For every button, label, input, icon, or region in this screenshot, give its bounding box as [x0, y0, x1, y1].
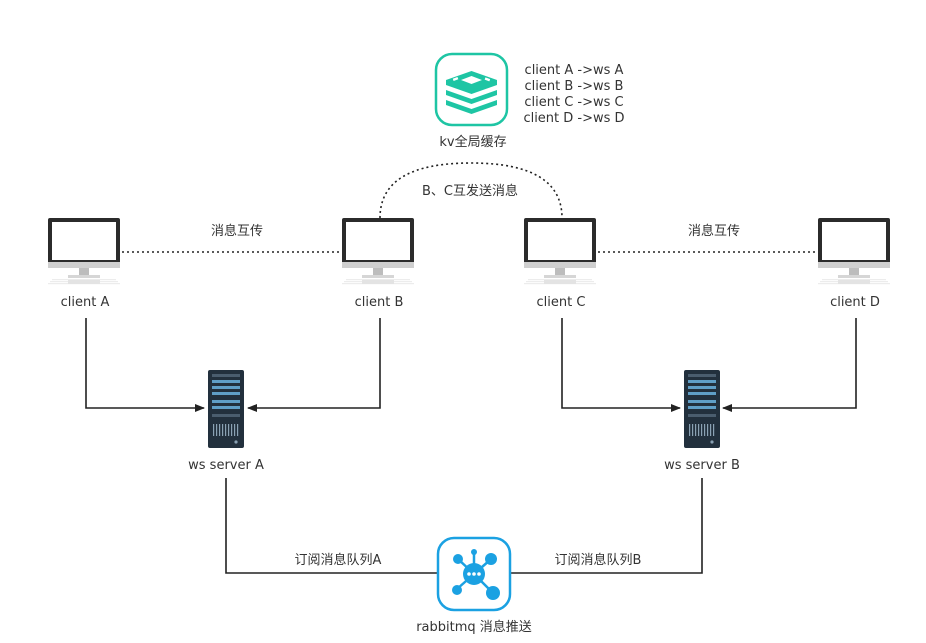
client-a-label: client A [61, 295, 110, 310]
client-b-label: client B [355, 295, 404, 310]
kv-mapping-list: client A ->ws A client B ->ws B client C… [523, 63, 624, 126]
client-c-label: client C [537, 295, 586, 310]
link-b-c [379, 162, 563, 219]
connector-client-c-server-b [561, 318, 681, 412]
connector-client-d-server-b [722, 318, 857, 412]
ws-server-b-icon [684, 370, 720, 448]
kv-mapping-a: client A ->ws A [525, 63, 624, 78]
queue-b-label: 订阅消息队列B [555, 552, 642, 568]
ws-server-a-icon [208, 370, 244, 448]
link-b-c-label: B、C互发送消息 [422, 183, 518, 199]
kv-mapping-d: client D ->ws D [523, 111, 624, 126]
connector-client-a-server-a [85, 318, 205, 412]
ws-server-b-label: ws server B [664, 458, 740, 473]
connector-client-b-server-a [247, 318, 381, 412]
rabbitmq-label: rabbitmq 消息推送 [416, 619, 532, 635]
client-b-computer-icon [342, 218, 414, 285]
link-c-d-label: 消息互传 [688, 223, 740, 239]
client-d-label: client D [830, 295, 880, 310]
rabbitmq-icon [436, 536, 512, 612]
kv-mapping-c: client C ->ws C [524, 95, 623, 110]
queue-connector-b [510, 478, 703, 574]
ws-server-a-label: ws server A [188, 458, 264, 473]
queue-connector-a [225, 478, 438, 574]
client-a-computer-icon [48, 218, 120, 285]
kv-cache-label: kv全局缓存 [439, 134, 506, 150]
client-c-computer-icon [524, 218, 596, 285]
kv-mapping-b: client B ->ws B [525, 79, 624, 94]
queue-a-label: 订阅消息队列A [295, 552, 382, 568]
client-d-computer-icon [818, 218, 890, 285]
kv-cache-icon [434, 52, 509, 127]
link-a-b-label: 消息互传 [211, 223, 263, 239]
